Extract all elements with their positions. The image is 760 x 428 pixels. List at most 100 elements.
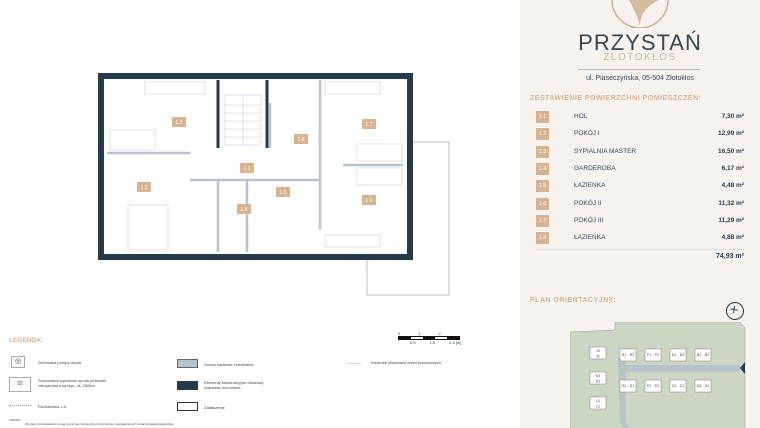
legend-item: Rozdzielacz c.o. [38, 404, 68, 409]
room-area: 16,50 m² [717, 147, 744, 155]
svg-text:1.6: 1.6 [366, 198, 373, 204]
svg-text:G2: G2 [622, 384, 627, 388]
outer-walls [98, 73, 413, 260]
room-name: HOL [574, 113, 588, 120]
svg-text:D1: D1 [672, 353, 677, 357]
svg-text:H1: H1 [622, 353, 627, 357]
svg-text:1.5: 1.5 [280, 190, 287, 196]
svg-text:J2: J2 [596, 349, 600, 353]
room-label-1.2: 1.2 [172, 117, 186, 127]
brand-name: PRZYSTAŃ [578, 30, 702, 55]
divider [578, 69, 700, 70]
staircase [224, 94, 262, 146]
brand-logo [611, 0, 669, 28]
svg-text:B1: B1 [697, 353, 701, 357]
note-text: Wymiary przedstawione mogą różnić się ni… [25, 422, 175, 426]
svg-text:C1: C1 [680, 384, 685, 388]
svg-text:A1: A1 [705, 384, 709, 388]
info-panel: PRZYSTAŃ ZŁOTOKŁOS ul. Piaseczyńska, 05-… [520, 0, 760, 428]
room-area: 6,17 m² [721, 164, 744, 172]
lot: A2 A1 [694, 379, 712, 393]
legend-item: Zadaszenie [204, 405, 225, 410]
room-name: POKÓJ I [574, 130, 600, 138]
partition-swatch [177, 359, 198, 368]
svg-text:D2: D2 [680, 353, 685, 357]
legend-heading: LEGENDA: [9, 337, 43, 344]
note-heading: UWAGA: [9, 418, 22, 422]
room-label-1.6: 1.6 [362, 195, 376, 205]
svg-text:1.3: 1.3 [141, 185, 148, 191]
address: ul. Piaseczyńska, 05-504 Złotokłos [586, 75, 694, 82]
room-area: 4,88 m² [721, 234, 744, 242]
room-name: ŁAZIENKA [574, 182, 606, 190]
svg-text:K1: K1 [596, 380, 600, 384]
room-number: 1.7 [536, 214, 549, 227]
svg-text:G1: G1 [630, 384, 635, 388]
manifold-icon [9, 405, 31, 407]
partition-walls [107, 80, 403, 252]
room-area: 4,48 m² [721, 182, 744, 190]
room-area: 7,30 m² [721, 113, 744, 120]
table-divider [536, 249, 744, 250]
scale-label: 2.5 [m] [449, 340, 462, 345]
room-label-1.3: 1.3 [137, 182, 151, 192]
scale-label: 1 [418, 331, 421, 336]
heat-pump-icon: ◎ [11, 356, 25, 368]
room-name: POKÓJ III [574, 216, 604, 224]
svg-text:K2: K2 [596, 374, 600, 378]
floor-plan: 1.2 1.7 1.8 1.1 1.3 1.5 1.4 1.6 [98, 73, 450, 296]
stair-walls [216, 80, 269, 148]
svg-text:A2: A2 [697, 384, 701, 388]
recuperator-icon: ≋ [9, 377, 31, 392]
compass-icon: ✕ [722, 298, 748, 324]
scale-label: 0.5 [410, 340, 416, 345]
lot: E2 E1 [644, 379, 662, 393]
room-number: 1.3 [536, 145, 549, 158]
room-name: POKÓJ II [574, 199, 602, 207]
floor-area [98, 73, 413, 260]
svg-text:E1: E1 [655, 384, 659, 388]
scale-label: 0 [398, 331, 401, 336]
scale-label: 1.5 [429, 340, 436, 345]
room-name: SYPIALNIA MASTER [574, 147, 637, 155]
furniture [109, 81, 403, 251]
sliding-door-icon [346, 363, 361, 364]
room-label-1.1: 1.1 [240, 163, 254, 173]
svg-text:L1: L1 [596, 405, 600, 409]
svg-text:1.8: 1.8 [298, 137, 305, 143]
brand-subname: ZŁOTOKŁOS [603, 52, 677, 63]
room-label-1.7: 1.7 [362, 119, 376, 129]
room-number: 1.6 [536, 197, 549, 210]
svg-text:L2: L2 [596, 399, 600, 403]
orientation-heading: PLAN ORIENTACYJNY: [530, 297, 617, 304]
svg-text:H2: H2 [630, 353, 635, 357]
svg-text:1.7: 1.7 [366, 122, 373, 128]
legend-item: Ściany działowe rozbieralne [204, 362, 254, 367]
svg-text:E2: E2 [647, 384, 651, 388]
legend-item: Jednostka pompy ciepła [38, 360, 81, 365]
svg-text:1.1: 1.1 [244, 166, 251, 172]
room-label-1.4: 1.4 [237, 204, 251, 214]
svg-text:1.4: 1.4 [241, 207, 248, 213]
room-name: ŁAZIENKA [574, 234, 606, 242]
room-name: GARDEROBA [574, 164, 616, 172]
legend-item: Szacowana wysokość spodu jednostki rekup… [38, 378, 107, 388]
summary-heading: ZESTAWIENIE POWIERZCHNI POMIESZCZEŃ: [530, 95, 702, 102]
